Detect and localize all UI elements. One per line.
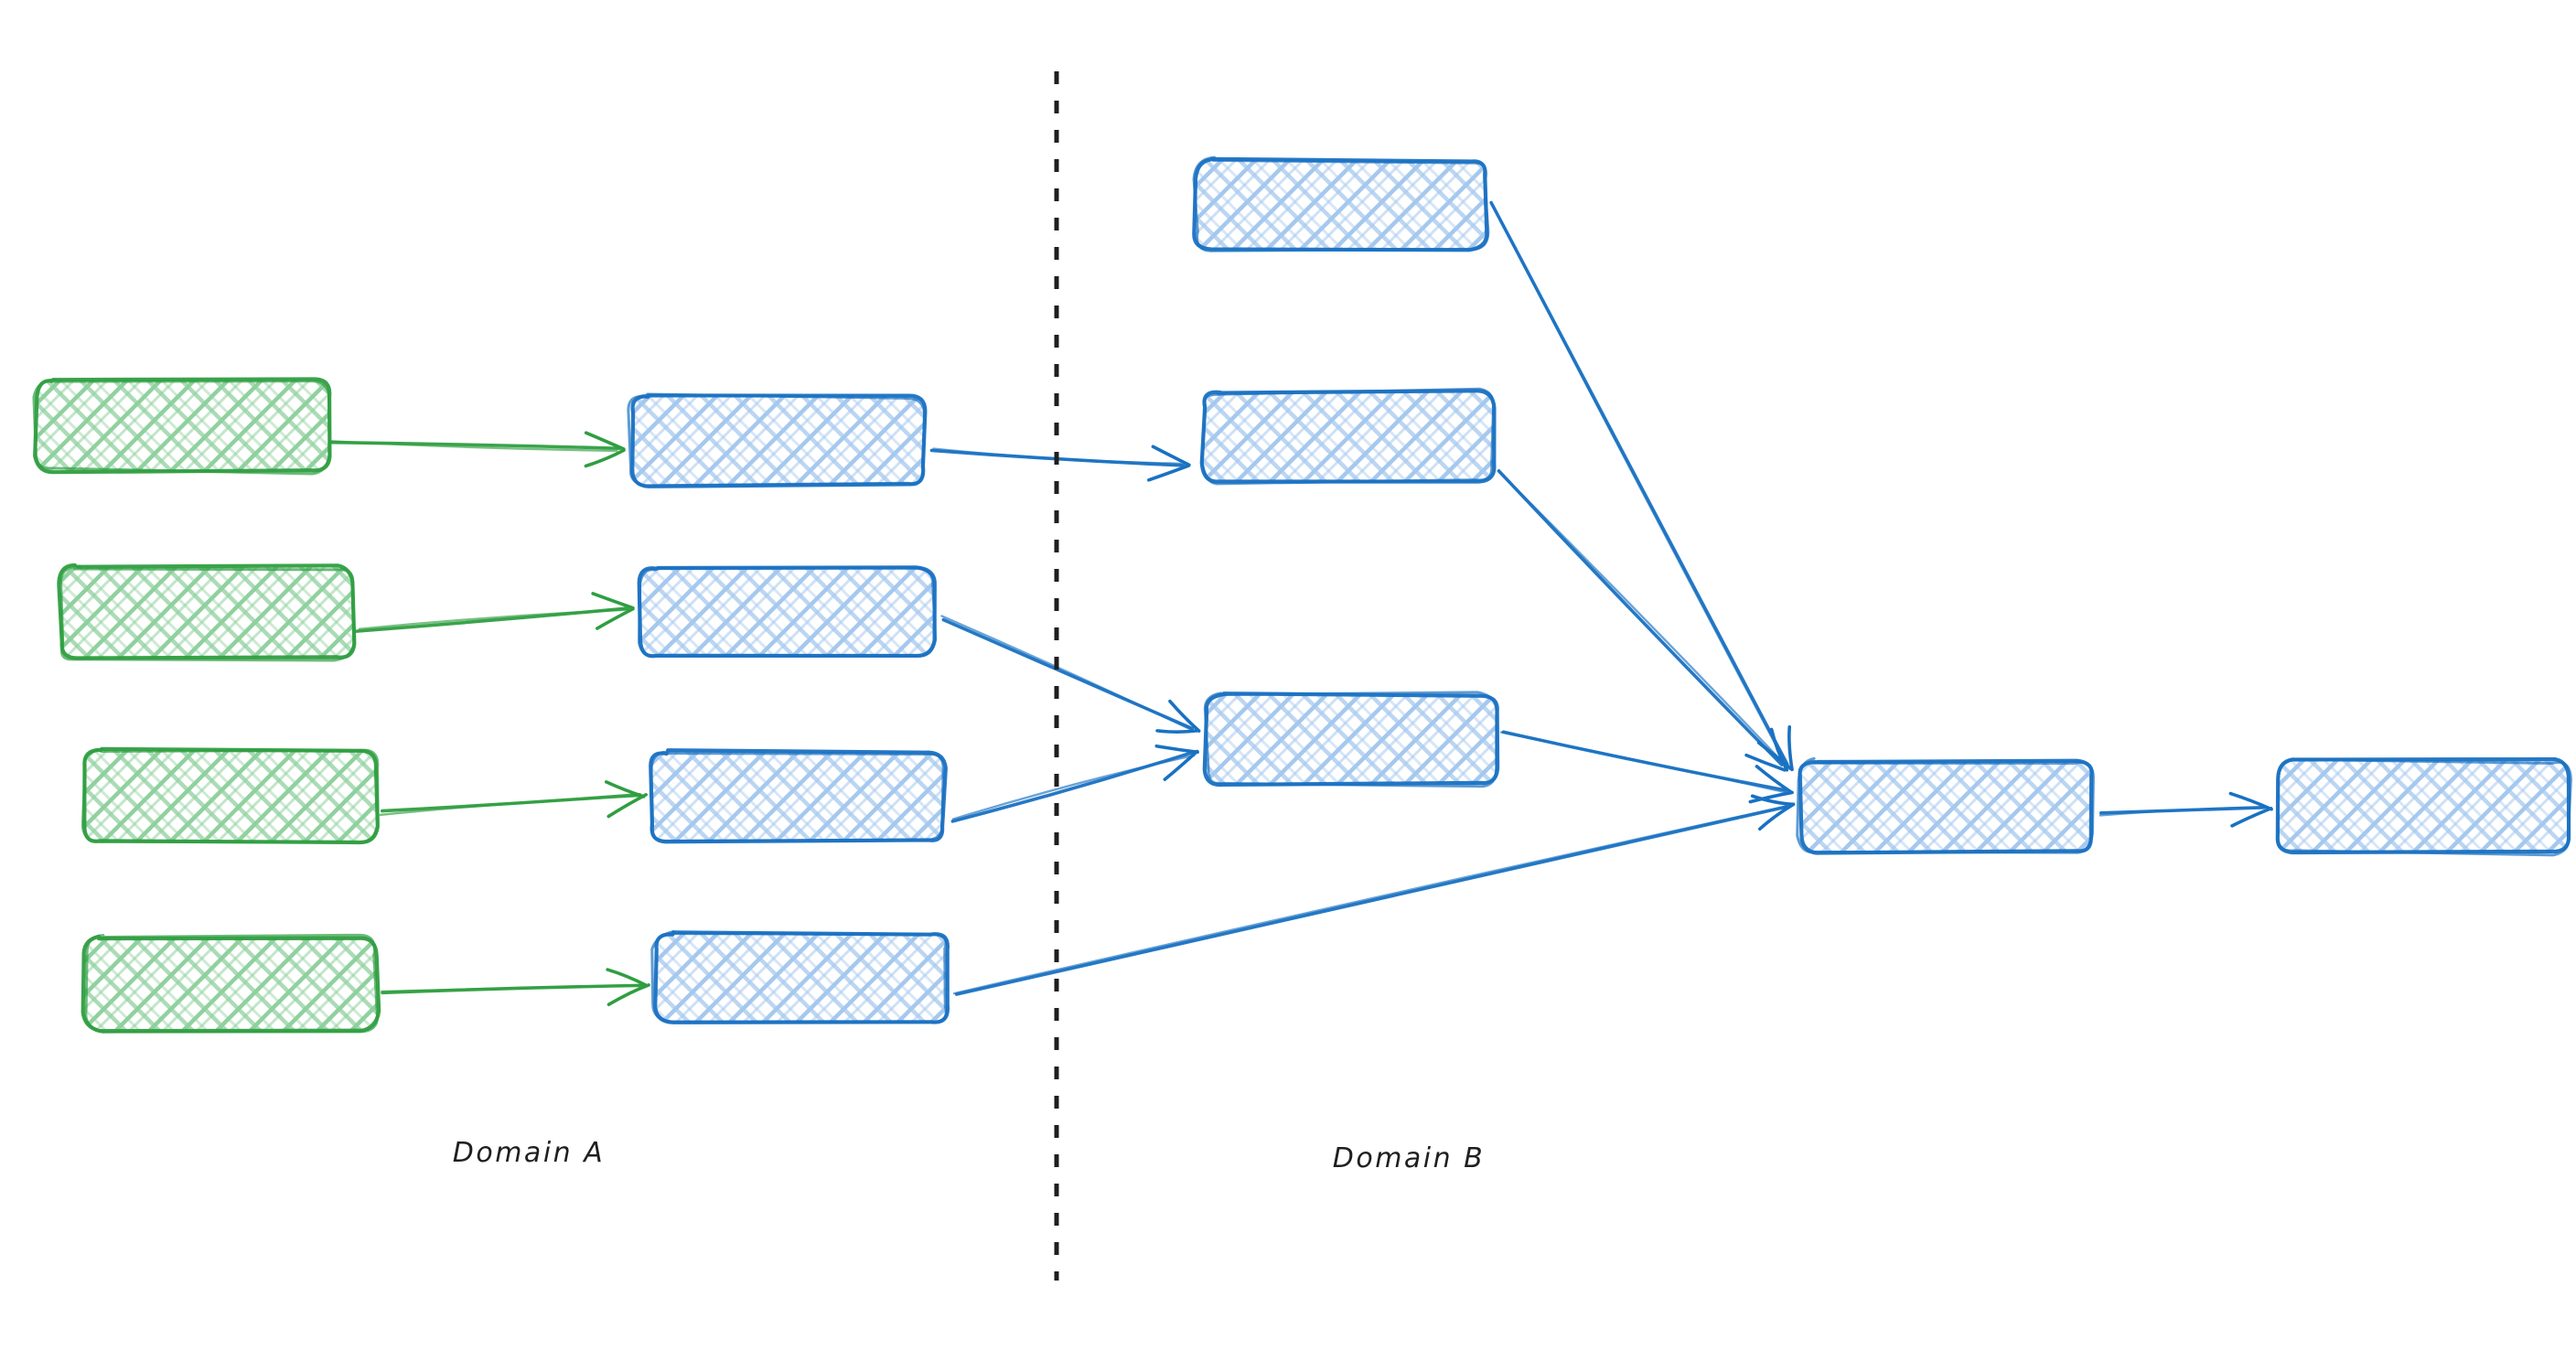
- edge-e-a3: [379, 780, 648, 819]
- node-b-stage-3[interactable]: [1202, 691, 1500, 788]
- node-b-merge[interactable]: [1796, 756, 2095, 855]
- node-a-src-1[interactable]: [32, 377, 332, 476]
- node-a-stage-4[interactable]: [650, 930, 950, 1024]
- edge-e-b2: [940, 615, 1201, 734]
- node-a-src-4[interactable]: [80, 933, 381, 1034]
- node-a-stage-3[interactable]: [649, 748, 948, 844]
- node-b-stage-1[interactable]: [1192, 155, 1490, 252]
- labels-layer: Domain A Domain B: [453, 1137, 1486, 1174]
- edge-e-b6: [1497, 469, 1789, 772]
- edge-e-b5: [1489, 200, 1794, 772]
- edge-e-a1: [329, 431, 626, 468]
- node-b-stage-2[interactable]: [1199, 387, 1497, 486]
- node-a-src-2[interactable]: [57, 563, 357, 662]
- label-domain-a: Domain A: [453, 1137, 605, 1169]
- edge-e-b1: [929, 445, 1191, 482]
- label-domain-b: Domain B: [1333, 1142, 1486, 1174]
- node-a-stage-2[interactable]: [637, 565, 938, 659]
- edge-e-b4: [952, 794, 1796, 996]
- node-b-sink[interactable]: [2275, 756, 2572, 857]
- nodes-layer: [32, 155, 2572, 1034]
- edge-e-b7: [1499, 730, 1794, 804]
- edge-e-b3: [950, 744, 1199, 823]
- edges-layer: [329, 200, 2273, 1006]
- node-a-src-3[interactable]: [80, 746, 380, 845]
- edge-e-a4: [381, 968, 650, 1006]
- edge-e-a2: [355, 592, 635, 633]
- edge-e-b8: [2098, 791, 2273, 828]
- node-a-stage-1[interactable]: [627, 392, 928, 488]
